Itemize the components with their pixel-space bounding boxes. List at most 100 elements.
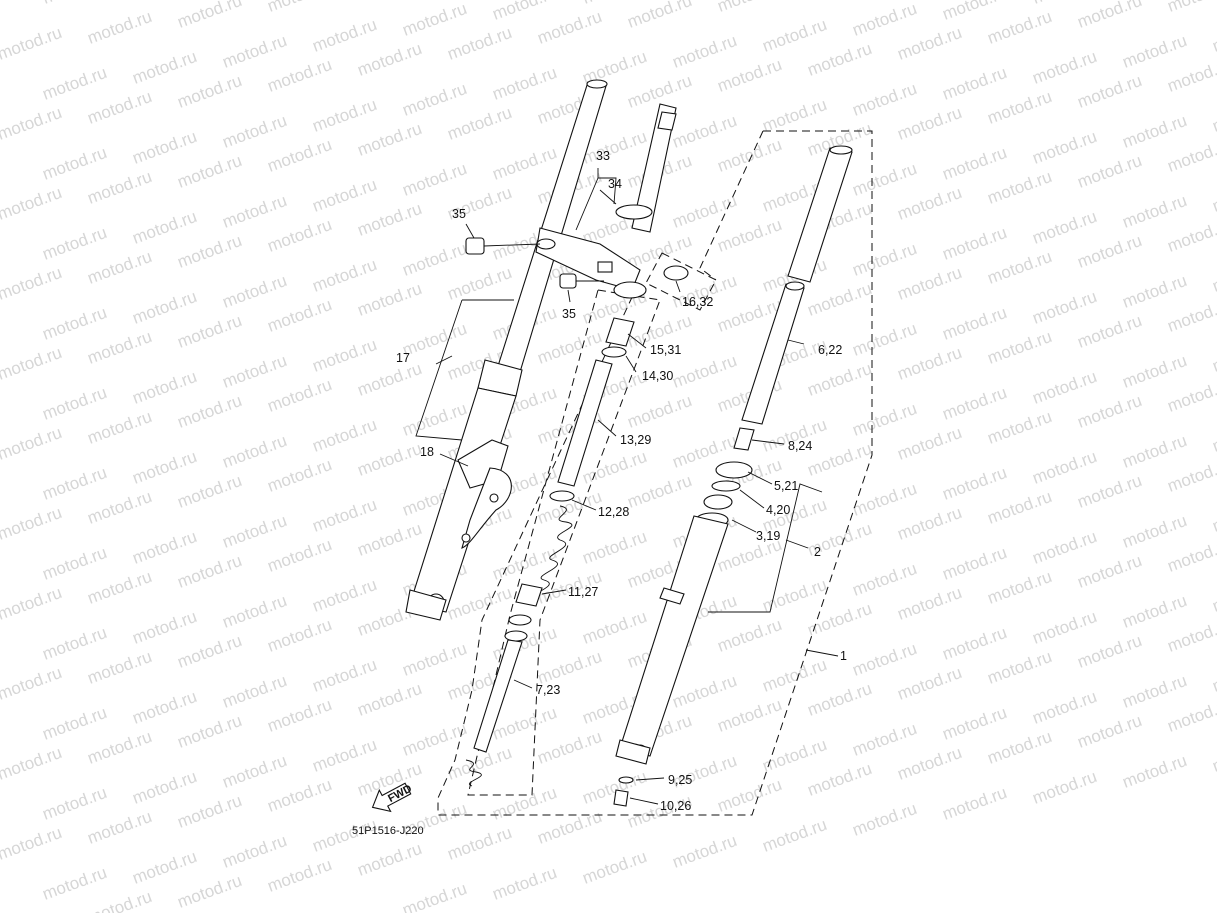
watermark-text: motod.ru bbox=[805, 759, 875, 800]
watermark-text: motod.ru bbox=[940, 783, 1010, 824]
watermark-text: motod.ru bbox=[40, 783, 110, 824]
watermark-text: motod.ru bbox=[220, 351, 290, 392]
watermark-text: motod.ru bbox=[895, 583, 965, 624]
watermark-text: motod.ru bbox=[1075, 631, 1145, 672]
watermark-text: motod.ru bbox=[490, 783, 560, 824]
watermark-text: motod.ru bbox=[310, 95, 380, 136]
watermark-text: motod.ru bbox=[265, 695, 335, 736]
watermark-text: motod.ru bbox=[1210, 335, 1217, 376]
watermark-text: motod.ru bbox=[850, 719, 920, 760]
watermark-text: motod.ru bbox=[805, 599, 875, 640]
watermark-text: motod.ru bbox=[1030, 287, 1100, 328]
watermark-text: motod.ru bbox=[130, 527, 200, 568]
watermark-text: motod.ru bbox=[760, 15, 830, 56]
watermark-text: motod.ru bbox=[175, 871, 245, 912]
watermark-text: motod.ru bbox=[850, 799, 920, 840]
watermark-text: motod.ru bbox=[175, 0, 245, 32]
watermark-text: motod.ru bbox=[985, 327, 1055, 368]
watermark-text: motod.ru bbox=[895, 23, 965, 64]
watermark-text: motod.ru bbox=[175, 311, 245, 352]
bolt-upper bbox=[465, 237, 541, 255]
watermark-text: motod.ru bbox=[1165, 455, 1217, 496]
watermark-text: motod.ru bbox=[490, 143, 560, 184]
watermark-text: motod.ru bbox=[985, 407, 1055, 448]
bottom-bolt bbox=[613, 776, 634, 807]
watermark-text: motod.ru bbox=[1165, 215, 1217, 256]
watermark-text: motod.ru bbox=[850, 399, 920, 440]
watermark-text: motod.ru bbox=[85, 247, 155, 288]
watermark-text: motod.ru bbox=[175, 231, 245, 272]
watermark-text: motod.ru bbox=[400, 0, 470, 40]
watermark-text: motod.ru bbox=[715, 135, 785, 176]
watermark-text: motod.ru bbox=[400, 79, 470, 120]
watermark-text: motod.ru bbox=[310, 575, 380, 616]
watermark-text: motod.ru bbox=[40, 0, 110, 8]
callout-6-22: 6,22 bbox=[818, 343, 842, 357]
assembly-1-outline bbox=[437, 130, 873, 816]
watermark-text: motod.ru bbox=[445, 23, 515, 64]
watermark-text: motod.ru bbox=[130, 207, 200, 248]
watermark-text: motod.ru bbox=[130, 447, 200, 488]
watermark-text: motod.ru bbox=[1075, 471, 1145, 512]
watermark-text: motod.ru bbox=[40, 383, 110, 424]
watermark-text: motod.ru bbox=[1075, 0, 1145, 32]
callout-10-26: 10,26 bbox=[660, 799, 691, 813]
watermark-text: motod.ru bbox=[175, 711, 245, 752]
watermark-text: motod.ru bbox=[1075, 551, 1145, 592]
watermark-text: motod.ru bbox=[445, 103, 515, 144]
watermark-text: motod.ru bbox=[1120, 431, 1190, 472]
watermark-text: motod.ru bbox=[220, 31, 290, 72]
watermark-text: motod.ru bbox=[1030, 447, 1100, 488]
watermark-text: motod.ru bbox=[1210, 175, 1217, 216]
watermark-text: motod.ru bbox=[1210, 495, 1217, 536]
watermark-text: motod.ru bbox=[220, 111, 290, 152]
diagram-code: 51P1516-J220 bbox=[352, 825, 424, 837]
watermark-text: motod.ru bbox=[175, 551, 245, 592]
watermark-text: motod.ru bbox=[130, 607, 200, 648]
outer-leg-right bbox=[615, 515, 729, 765]
watermark-text: motod.ru bbox=[670, 671, 740, 712]
watermark-text: motod.ru bbox=[445, 263, 515, 304]
watermark-text: motod.ru bbox=[850, 639, 920, 680]
watermark-text: motod.ru bbox=[0, 343, 64, 384]
callout-16-32: 16,32 bbox=[682, 295, 713, 309]
callout-15-31: 15,31 bbox=[650, 343, 681, 357]
callout-18: 18 bbox=[420, 445, 434, 459]
watermark-text: motod.ru bbox=[85, 647, 155, 688]
watermark-text: motod.ru bbox=[1030, 127, 1100, 168]
watermark-text: motod.ru bbox=[940, 0, 1010, 24]
watermark-text: motod.ru bbox=[535, 7, 605, 48]
watermark-text: motod.ru bbox=[1030, 607, 1100, 648]
callout-34: 34 bbox=[608, 177, 622, 191]
watermark-text: motod.ru bbox=[85, 807, 155, 848]
watermark-text: motod.ru bbox=[1165, 0, 1217, 16]
watermark-text: motod.ru bbox=[130, 687, 200, 728]
watermark-text: motod.ru bbox=[1165, 55, 1217, 96]
watermark-text: motod.ru bbox=[940, 223, 1010, 264]
watermark-text: motod.ru bbox=[985, 487, 1055, 528]
watermark-text: motod.ru bbox=[1120, 271, 1190, 312]
watermark-text: motod.ru bbox=[355, 839, 425, 880]
watermark-text: motod.ru bbox=[355, 119, 425, 160]
watermark-text: motod.ru bbox=[85, 87, 155, 128]
watermark-text: motod.ru bbox=[1075, 311, 1145, 352]
watermark-text: motod.ru bbox=[220, 671, 290, 712]
watermark-text: motod.ru bbox=[310, 735, 380, 776]
watermark-text: motod.ru bbox=[1165, 695, 1217, 736]
watermark-text: motod.ru bbox=[490, 0, 560, 24]
watermark-text: motod.ru bbox=[1075, 231, 1145, 272]
watermark-text: motod.ru bbox=[130, 847, 200, 888]
watermark-text: motod.ru bbox=[1030, 47, 1100, 88]
watermark-text: motod.ru bbox=[220, 271, 290, 312]
watermark-text: motod.ru bbox=[1030, 527, 1100, 568]
watermark-text: motod.ru bbox=[760, 815, 830, 856]
assembly-outlines bbox=[437, 130, 873, 816]
watermark-text: motod.ru bbox=[1075, 151, 1145, 192]
watermark-text: motod.ru bbox=[670, 831, 740, 872]
watermark-text: motod.ru bbox=[490, 863, 560, 904]
watermark-text: motod.ru bbox=[0, 103, 64, 144]
inner-tube-right bbox=[741, 145, 853, 425]
watermark-text: motod.ru bbox=[400, 639, 470, 680]
watermark-text: motod.ru bbox=[715, 615, 785, 656]
watermark-text: motod.ru bbox=[1120, 191, 1190, 232]
